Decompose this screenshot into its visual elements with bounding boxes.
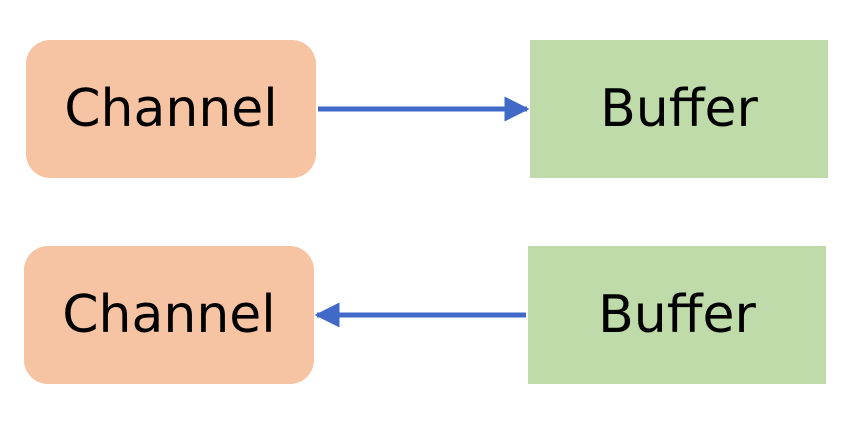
channel-node-1: Channel: [26, 40, 316, 178]
buffer-node-2: Buffer: [528, 246, 826, 384]
channel-node-2: Channel: [24, 246, 314, 384]
buffer-node-1: Buffer: [530, 40, 828, 178]
